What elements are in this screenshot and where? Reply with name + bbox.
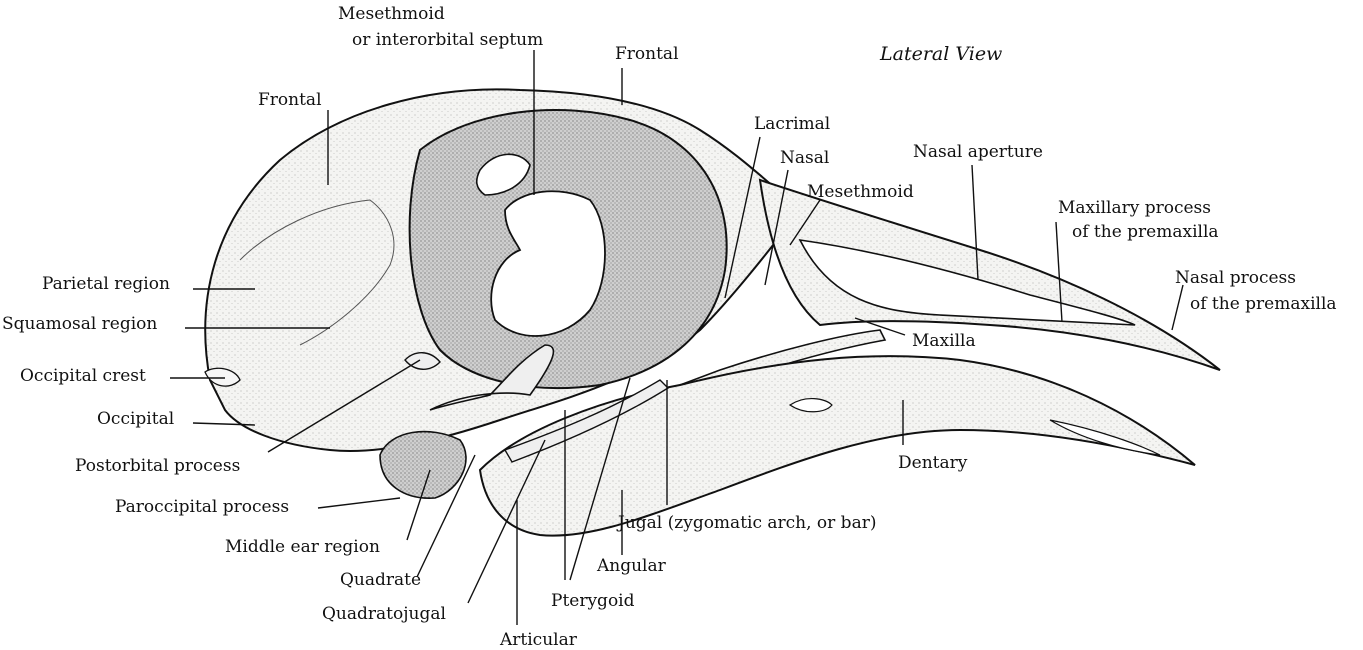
label-squamosal-region: Squamosal region	[2, 314, 158, 334]
label-occipital-crest: Occipital crest	[20, 366, 146, 386]
label-lacrimal: Lacrimal	[754, 114, 831, 134]
label-frontal-left: Frontal	[258, 90, 322, 110]
label-nasal-process-line2: of the premaxilla	[1190, 294, 1337, 314]
occipital-crest-shape	[204, 367, 241, 387]
label-middle-ear-region: Middle ear region	[225, 537, 380, 557]
label-pterygoid: Pterygoid	[551, 591, 635, 611]
orbit-foramen-upper	[475, 153, 531, 196]
pterygoid-bar	[503, 379, 670, 463]
label-mesethmoid: Mesethmoid	[807, 182, 914, 202]
label-articular: Articular	[500, 630, 577, 650]
label-quadrate: Quadrate	[340, 570, 422, 590]
label-maxilla: Maxilla	[912, 331, 976, 351]
label-occipital: Occipital	[97, 409, 175, 429]
quadrate-bone	[429, 344, 555, 411]
label-nasal-process-line1: Nasal process	[1175, 268, 1296, 288]
label-nasal-aperture: Nasal aperture	[913, 142, 1043, 162]
label-parietal-region: Parietal region	[42, 274, 170, 294]
label-dentary: Dentary	[898, 453, 968, 473]
cranial-suture	[239, 199, 395, 346]
leader-lines	[170, 50, 1184, 625]
label-maxillary-process-line2: of the premaxilla	[1072, 222, 1219, 242]
mandibular-foramen	[788, 398, 833, 413]
label-frontal-top: Frontal	[615, 44, 679, 64]
label-postorbital-process: Postorbital process	[75, 456, 241, 476]
view-title: Lateral View	[880, 43, 1003, 65]
label-maxillary-process-line1: Maxillary process	[1058, 198, 1211, 218]
label-jugal: Jugal (zygomatic arch, or bar)	[618, 513, 877, 533]
postorbital-process	[404, 352, 441, 370]
label-angular: Angular	[597, 556, 666, 576]
dentary-groove	[1049, 419, 1161, 456]
label-paroccipital-process: Paroccipital process	[115, 497, 290, 517]
middle-ear-shape	[379, 430, 467, 499]
orbit-foramen	[490, 190, 606, 337]
label-quadratojugal: Quadratojugal	[322, 604, 446, 624]
label-nasal: Nasal	[780, 148, 830, 168]
label-mesethmoid-septum-line2: or interorbital septum	[352, 30, 544, 50]
nasal-aperture	[798, 238, 1136, 326]
label-mesethmoid-septum-line1: Mesethmoid	[338, 4, 445, 24]
